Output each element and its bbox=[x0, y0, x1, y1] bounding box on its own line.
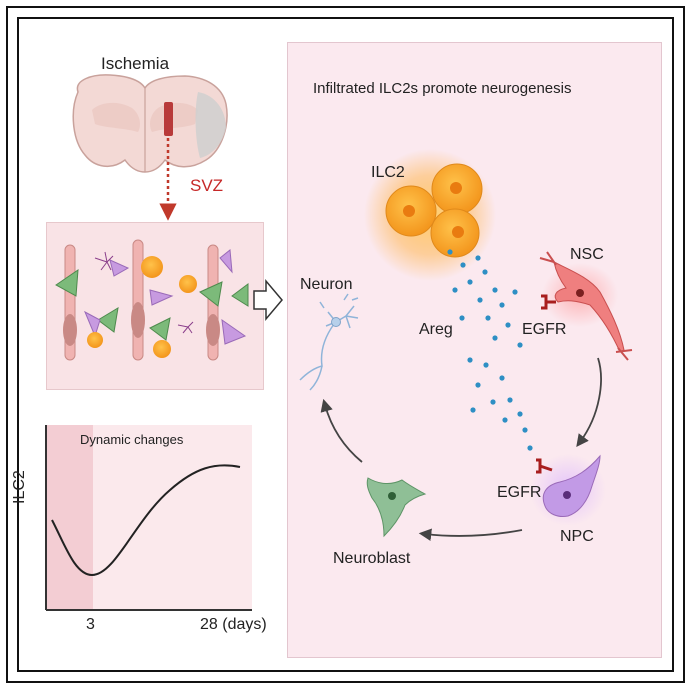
chart-tick-3: 3 bbox=[86, 616, 95, 633]
nsc-cell bbox=[539, 251, 633, 361]
chart-y-label: ILC2 bbox=[11, 470, 28, 504]
ilc2-dynamics-chart bbox=[45, 425, 252, 611]
chart-curve bbox=[51, 464, 241, 577]
chart-tick-28: 28 (days) bbox=[200, 616, 267, 633]
areg-dots bbox=[447, 249, 533, 451]
ilc2-label: ILC2 bbox=[371, 164, 405, 181]
panel-title: Infiltrated ILC2s promote neurogenesis bbox=[313, 80, 572, 97]
neuron-soma bbox=[331, 317, 341, 327]
neurogenesis-panel bbox=[287, 42, 662, 658]
neuron-cell bbox=[299, 293, 359, 391]
ischemia-label: Ischemia bbox=[101, 54, 170, 73]
arrow-neuroblast-to-neuron bbox=[320, 398, 363, 463]
nsc-label: NSC bbox=[570, 246, 604, 263]
npc-cell bbox=[530, 454, 606, 526]
chart-title: Dynamic changes bbox=[80, 432, 184, 447]
arrow-npc-to-neuroblast bbox=[418, 528, 523, 541]
neuron-label: Neuron bbox=[300, 276, 353, 293]
svz-cell-panel bbox=[46, 222, 264, 390]
neuroblast-cell bbox=[366, 477, 427, 538]
brain-section bbox=[72, 74, 228, 173]
svz-cell-illustration bbox=[55, 239, 249, 361]
early-phase-shade bbox=[46, 425, 93, 610]
cycle-arrows bbox=[320, 357, 602, 541]
svz-label: SVZ bbox=[190, 176, 224, 195]
npc-label: NPC bbox=[560, 528, 594, 545]
egfr-top-label: EGFR bbox=[522, 321, 567, 338]
outer-frame bbox=[6, 6, 685, 683]
hollow-arrow bbox=[253, 278, 283, 322]
areg-label: Areg bbox=[419, 321, 453, 338]
arrow-nsc-to-npc bbox=[576, 357, 602, 448]
inner-frame bbox=[17, 17, 674, 672]
egfr-bottom-label: EGFR bbox=[497, 484, 542, 501]
ilc2-cluster bbox=[364, 149, 496, 281]
neuroblast-label: Neuroblast bbox=[333, 550, 411, 567]
svz-region bbox=[164, 102, 173, 136]
